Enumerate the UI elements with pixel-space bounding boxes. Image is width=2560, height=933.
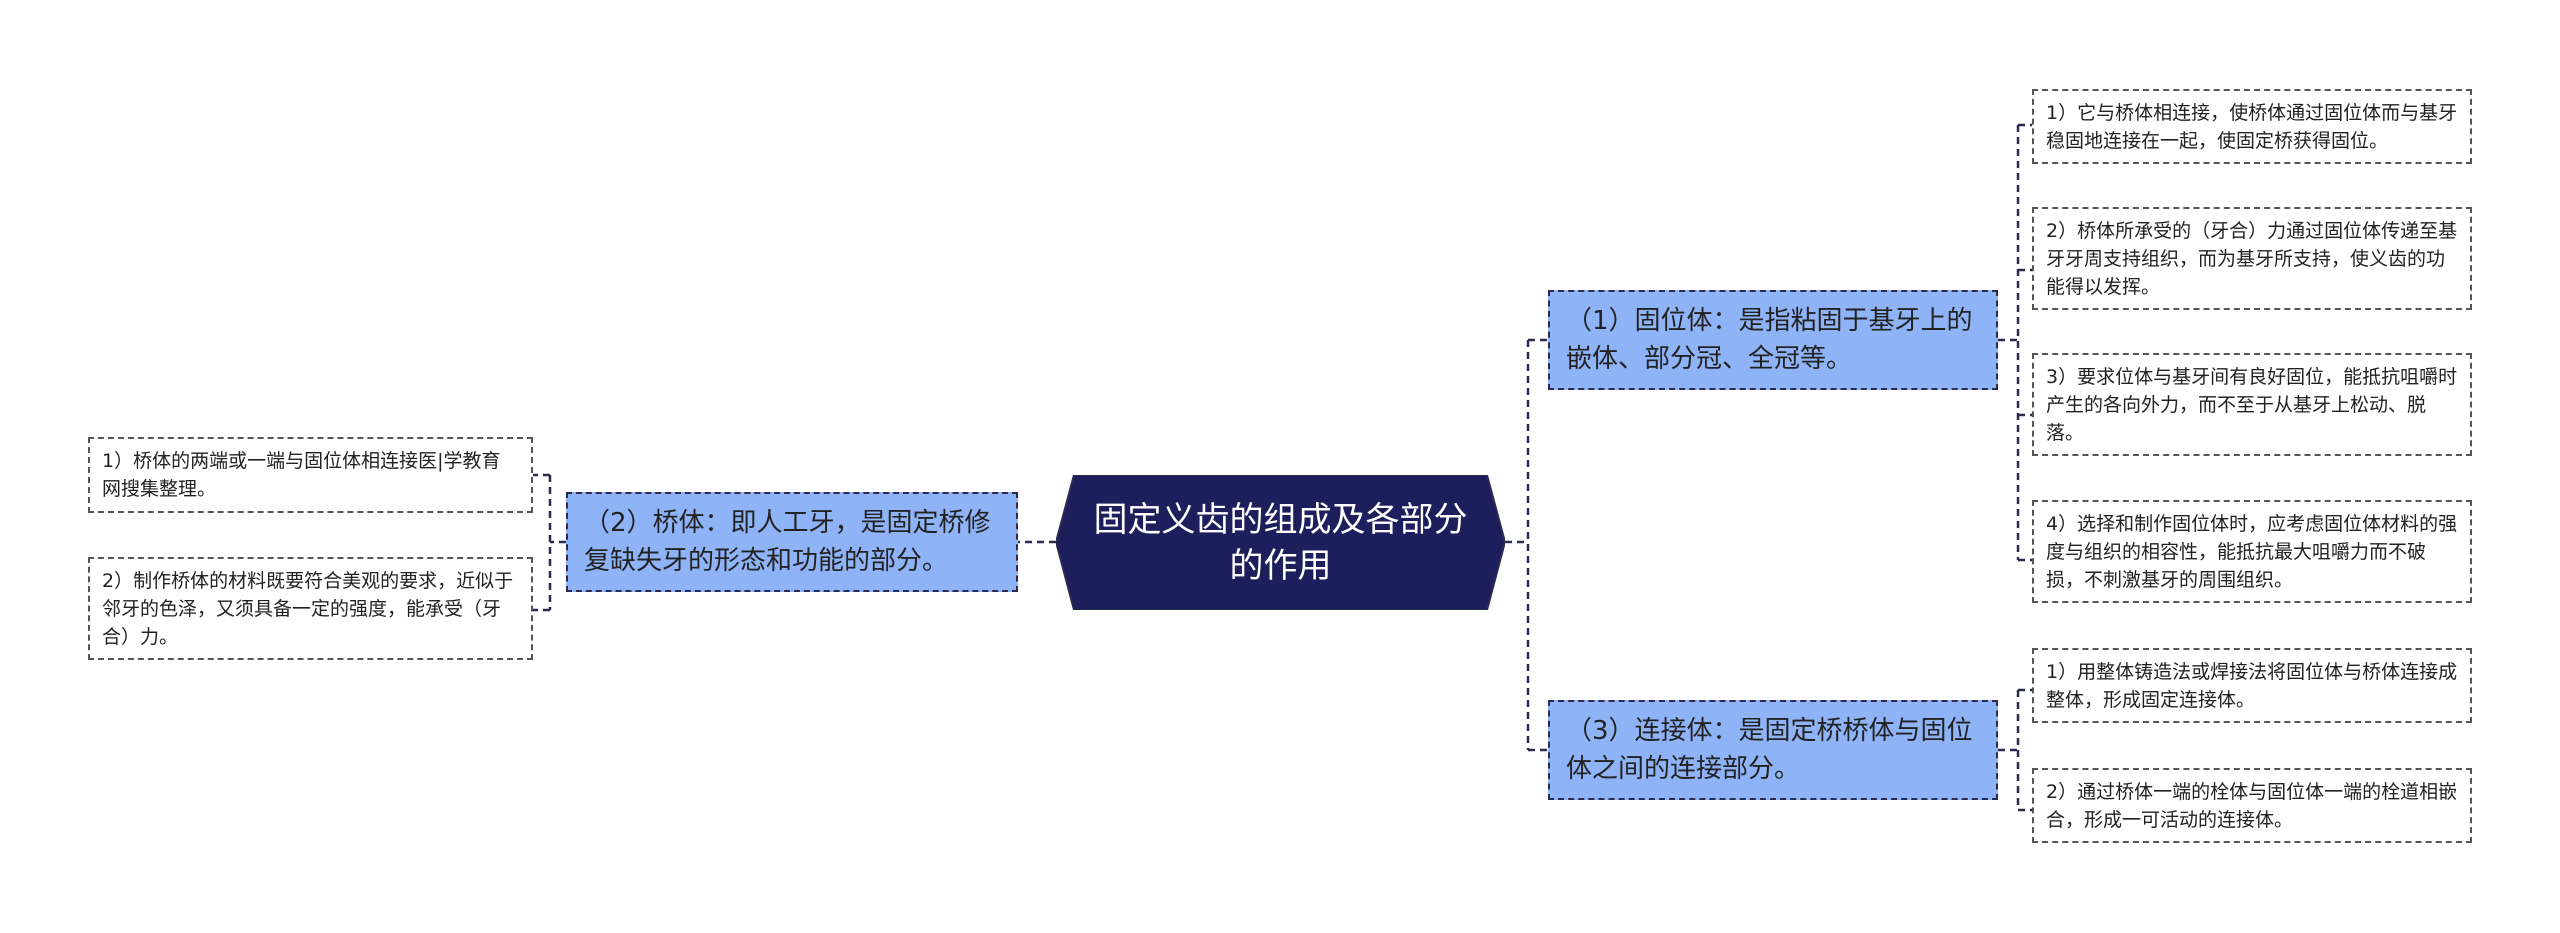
leaf-text: 2）通过桥体一端的栓体与固位体一端的栓道相嵌合，形成一可活动的连接体。 (2046, 781, 2458, 831)
leaf-text: 2）桥体所承受的（牙合）力通过固位体传递至基牙牙周支持组织，而为基牙所支持，使义… (2046, 220, 2458, 298)
branch-pontic[interactable]: （2）桥体：即人工牙，是固定桥修复缺失牙的形态和功能的部分。 (566, 492, 1018, 592)
branch-retainer[interactable]: （1）固位体：是指粘固于基牙上的嵌体、部分冠、全冠等。 (1548, 290, 1998, 390)
leaf-text: 1）用整体铸造法或焊接法将固位体与桥体连接成整体，形成固定连接体。 (2046, 661, 2458, 711)
leaf-text: 1）它与桥体相连接，使桥体通过固位体而与基牙稳固地连接在一起，使固定桥获得固位。 (2046, 102, 2458, 152)
leaf-retainer-4[interactable]: 4）选择和制作固位体时，应考虑固位体材料的强度与组织的相容性，能抵抗最大咀嚼力而… (2032, 500, 2472, 603)
leaf-text: 1）桥体的两端或一端与固位体相连接医|学教育网搜集整理。 (102, 450, 501, 500)
leaf-retainer-2[interactable]: 2）桥体所承受的（牙合）力通过固位体传递至基牙牙周支持组织，而为基牙所支持，使义… (2032, 207, 2472, 310)
branch-label: （3）连接体：是固定桥桥体与固位体之间的连接部分。 (1566, 716, 1973, 784)
leaf-text: 2）制作桥体的材料既要符合美观的要求，近似于邻牙的色泽，又须具备一定的强度，能承… (102, 570, 514, 648)
leaf-text: 3）要求位体与基牙间有良好固位，能抵抗咀嚼时产生的各向外力，而不至于从基牙上松动… (2046, 366, 2458, 444)
leaf-connector-1[interactable]: 1）用整体铸造法或焊接法将固位体与桥体连接成整体，形成固定连接体。 (2032, 648, 2472, 723)
leaf-pontic-2[interactable]: 2）制作桥体的材料既要符合美观的要求，近似于邻牙的色泽，又须具备一定的强度，能承… (88, 557, 533, 660)
leaf-retainer-1[interactable]: 1）它与桥体相连接，使桥体通过固位体而与基牙稳固地连接在一起，使固定桥获得固位。 (2032, 89, 2472, 164)
leaf-retainer-3[interactable]: 3）要求位体与基牙间有良好固位，能抵抗咀嚼时产生的各向外力，而不至于从基牙上松动… (2032, 353, 2472, 456)
branch-connector[interactable]: （3）连接体：是固定桥桥体与固位体之间的连接部分。 (1548, 700, 1998, 800)
branch-label: （1）固位体：是指粘固于基牙上的嵌体、部分冠、全冠等。 (1566, 306, 1973, 374)
branch-label: （2）桥体：即人工牙，是固定桥修复缺失牙的形态和功能的部分。 (584, 508, 991, 576)
leaf-connector-2[interactable]: 2）通过桥体一端的栓体与固位体一端的栓道相嵌合，形成一可活动的连接体。 (2032, 768, 2472, 843)
root-topic[interactable]: 固定义齿的组成及各部分的作用 (1056, 475, 1505, 610)
root-title: 固定义齿的组成及各部分的作用 (1093, 499, 1468, 586)
root-shape (1056, 475, 1505, 610)
leaf-pontic-1[interactable]: 1）桥体的两端或一端与固位体相连接医|学教育网搜集整理。 (88, 437, 533, 513)
leaf-text: 4）选择和制作固位体时，应考虑固位体材料的强度与组织的相容性，能抵抗最大咀嚼力而… (2046, 513, 2458, 591)
